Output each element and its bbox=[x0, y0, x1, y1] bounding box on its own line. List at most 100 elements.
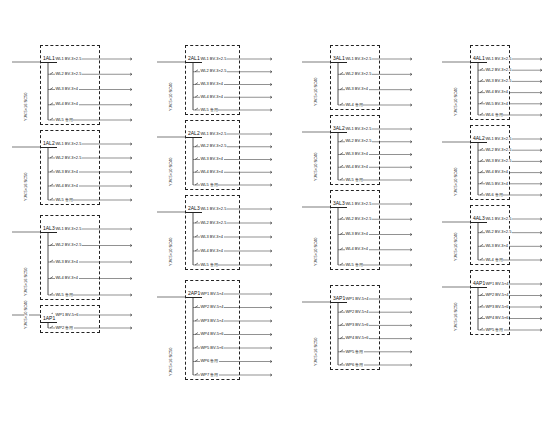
breaker-symbol bbox=[340, 103, 343, 105]
outgoing-arrow bbox=[540, 259, 542, 261]
outgoing-arrow bbox=[130, 58, 132, 60]
outgoing-arrow bbox=[130, 143, 132, 145]
breaker-symbol bbox=[50, 88, 53, 90]
distribution-panel: 4AL3 bbox=[470, 205, 510, 265]
circuit-label: WL2 BV-3×2.5 bbox=[200, 221, 227, 226]
feeder-cable-label: YJV-5×10 SC40 bbox=[314, 77, 319, 106]
circuit-label: WL3 BV-3×4 bbox=[55, 87, 79, 92]
outgoing-arrow bbox=[540, 171, 542, 173]
circuit-label: WP7 备用 bbox=[200, 373, 219, 378]
breaker-symbol bbox=[340, 88, 343, 90]
breaker-symbol bbox=[50, 277, 53, 279]
outgoing-arrow bbox=[270, 347, 272, 349]
breaker-symbol bbox=[50, 184, 53, 186]
outgoing-arrow bbox=[270, 222, 272, 224]
circuit-label: WL1 BV-3×2.5 bbox=[345, 127, 372, 132]
breaker-symbol bbox=[50, 293, 53, 295]
breaker-symbol bbox=[340, 363, 343, 365]
circuit-label: WP4 BV-5×6 bbox=[485, 316, 509, 321]
distribution-panel: 3AL1 bbox=[330, 45, 380, 110]
circuit-label: WL2 BV-3×2.5 bbox=[345, 139, 372, 144]
circuit-label: WP1 BV-5×4 bbox=[345, 297, 369, 302]
feeder-cable-label: YJV-5×10 SC40 bbox=[169, 237, 174, 266]
circuit-label: WP4 BV-5×6 bbox=[200, 332, 224, 337]
circuit-label: WL6 备用 bbox=[485, 193, 503, 198]
circuit-label: WL4 BV-3×4 bbox=[485, 170, 509, 175]
breaker-symbol bbox=[195, 170, 198, 172]
feeder-cable-label: YJV-5×10 SC40 bbox=[314, 152, 319, 181]
feeder-cable-label: YJV-5×16 SC50 bbox=[169, 347, 174, 376]
outgoing-arrow bbox=[270, 374, 272, 376]
breaker-symbol bbox=[340, 72, 343, 74]
circuit-label: WL4 BV-3×4 bbox=[55, 276, 79, 281]
outgoing-arrow bbox=[410, 203, 412, 205]
busbar bbox=[338, 299, 339, 365]
circuit-label: WL2 BV-3×2.5 bbox=[200, 69, 227, 74]
outgoing-arrow bbox=[410, 141, 412, 143]
outgoing-arrow bbox=[270, 264, 272, 266]
outgoing-arrow bbox=[130, 185, 132, 187]
outgoing-arrow bbox=[130, 88, 132, 90]
feeder-cable-label: YJV-5×16 SC50 bbox=[24, 267, 29, 296]
circuit-label: WL1 BV-3×2.5 bbox=[485, 137, 512, 142]
breaker-symbol bbox=[480, 317, 483, 319]
breaker-symbol bbox=[195, 333, 198, 335]
breaker-symbol bbox=[340, 165, 343, 167]
breaker-symbol bbox=[480, 294, 483, 296]
circuit-label: WL4 BV-3×4 bbox=[55, 184, 79, 189]
breaker-symbol bbox=[480, 171, 483, 173]
breaker-symbol bbox=[50, 156, 53, 158]
outgoing-arrow bbox=[270, 208, 272, 210]
feeder-cable-label: YJV-5×10 SC40 bbox=[169, 157, 174, 186]
outgoing-arrow bbox=[410, 73, 412, 75]
breaker-symbol bbox=[480, 258, 483, 260]
circuit-label: WL1 BV-3×2.5 bbox=[485, 57, 512, 62]
breaker-symbol bbox=[480, 193, 483, 195]
breaker-symbol bbox=[480, 328, 483, 330]
circuit-label: WP5 备用 bbox=[345, 350, 364, 355]
breaker-symbol bbox=[50, 326, 53, 328]
circuit-label: WP2 BV-5×4 bbox=[345, 310, 369, 315]
circuit-label: WP1 BV-5×4 bbox=[200, 292, 224, 297]
circuit-label: WL5 BV-3×4 bbox=[485, 182, 509, 187]
outgoing-arrow bbox=[540, 69, 542, 71]
outgoing-arrow bbox=[130, 244, 132, 246]
circuit-label: WL5 备用 bbox=[200, 183, 218, 188]
outgoing-arrow bbox=[130, 73, 132, 75]
feeder-cable-label: YJV-5×10 SC40 bbox=[24, 300, 29, 329]
breaker-symbol bbox=[340, 323, 343, 325]
outgoing-arrow bbox=[540, 103, 542, 105]
outgoing-arrow bbox=[270, 146, 272, 148]
outgoing-arrow bbox=[410, 324, 412, 326]
outgoing-arrow bbox=[270, 71, 272, 73]
outgoing-arrow bbox=[410, 153, 412, 155]
busbar bbox=[478, 219, 479, 260]
breaker-symbol bbox=[50, 244, 53, 246]
outgoing-arrow bbox=[270, 58, 272, 60]
feeder-cable-label: YJV-5×10 SC40 bbox=[314, 237, 319, 266]
circuit-label: WL1 BV-3×2.5 bbox=[200, 132, 227, 137]
circuit-label: WL3 BV-3×4 bbox=[200, 235, 224, 240]
breaker-symbol bbox=[50, 72, 53, 74]
outgoing-arrow bbox=[410, 364, 412, 366]
circuit-label: WP5 备用 bbox=[485, 328, 504, 333]
outgoing-arrow bbox=[410, 128, 412, 130]
breaker-symbol bbox=[480, 102, 483, 104]
feeder-cable-label: YJV-5×16 SC50 bbox=[454, 302, 459, 331]
outgoing-arrow bbox=[410, 179, 412, 181]
breaker-symbol bbox=[480, 305, 483, 307]
breaker-symbol bbox=[480, 182, 483, 184]
breaker-symbol bbox=[340, 217, 343, 219]
outgoing-arrow bbox=[540, 306, 542, 308]
feeder-cable-label: YJV-5×10 SC40 bbox=[454, 232, 459, 261]
outgoing-arrow bbox=[540, 91, 542, 93]
outgoing-arrow bbox=[130, 171, 132, 173]
outgoing-arrow bbox=[540, 294, 542, 296]
circuit-label: WL3 BV-3×4 bbox=[200, 157, 224, 162]
outgoing-arrow bbox=[410, 88, 412, 90]
circuit-label: WP6 备用 bbox=[200, 359, 219, 364]
breaker-symbol bbox=[50, 170, 53, 172]
circuit-label: WL4 BV-3×4 bbox=[55, 102, 79, 107]
circuit-label: WP1 BV-5×6 bbox=[55, 313, 79, 318]
circuit-label: WP3 BV-5×6 bbox=[345, 323, 369, 328]
